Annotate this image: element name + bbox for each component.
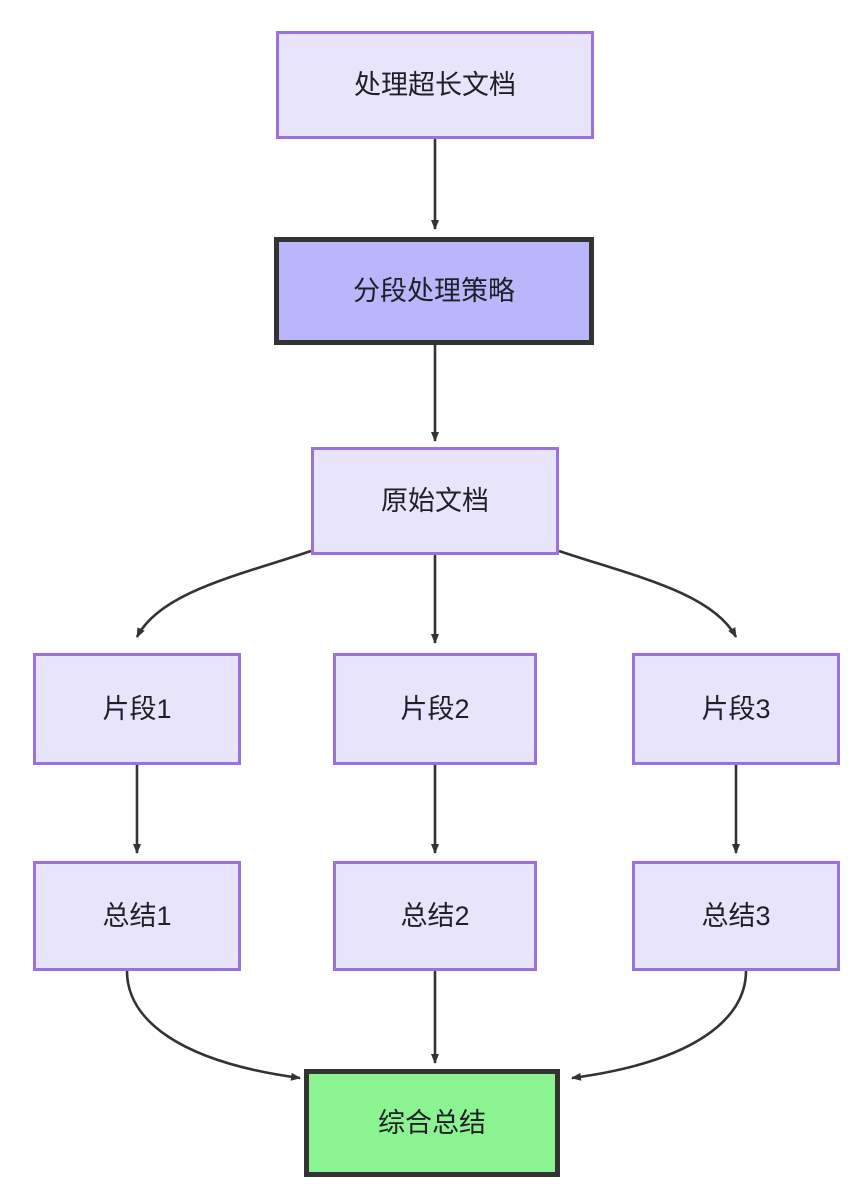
node-chunk-3[interactable]: 片段3: [632, 653, 840, 765]
edge-source-doc-to-chunk-1: [135, 549, 312, 638]
node-long-doc-label: 处理超长文档: [354, 69, 516, 100]
edge-source-doc-to-chunk-3: [558, 549, 738, 638]
node-chunk-2-label: 片段2: [400, 693, 470, 724]
node-strategy-label: 分段处理策略: [353, 275, 515, 306]
node-final-label: 综合总结: [378, 1107, 486, 1138]
node-summary-2[interactable]: 总结2: [333, 861, 537, 971]
node-summary-3[interactable]: 总结3: [632, 861, 840, 971]
node-strategy[interactable]: 分段处理策略: [274, 237, 594, 345]
node-summary-1[interactable]: 总结1: [33, 861, 241, 971]
edge-summary-1-to-final: [125, 970, 301, 1081]
node-summary-3-label: 总结3: [701, 900, 771, 931]
node-source-doc[interactable]: 原始文档: [311, 447, 559, 555]
node-summary-2-label: 总结2: [400, 900, 470, 931]
node-chunk-2[interactable]: 片段2: [333, 653, 537, 765]
node-source-doc-label: 原始文档: [381, 485, 489, 516]
node-chunk-1-label: 片段1: [102, 693, 172, 724]
node-summary-1-label: 总结1: [102, 900, 172, 931]
node-final[interactable]: 综合总结: [304, 1069, 560, 1177]
node-long-doc[interactable]: 处理超长文档: [276, 31, 594, 139]
node-chunk-1[interactable]: 片段1: [33, 653, 241, 765]
edge-summary-3-to-final: [571, 970, 748, 1081]
node-chunk-3-label: 片段3: [701, 693, 771, 724]
